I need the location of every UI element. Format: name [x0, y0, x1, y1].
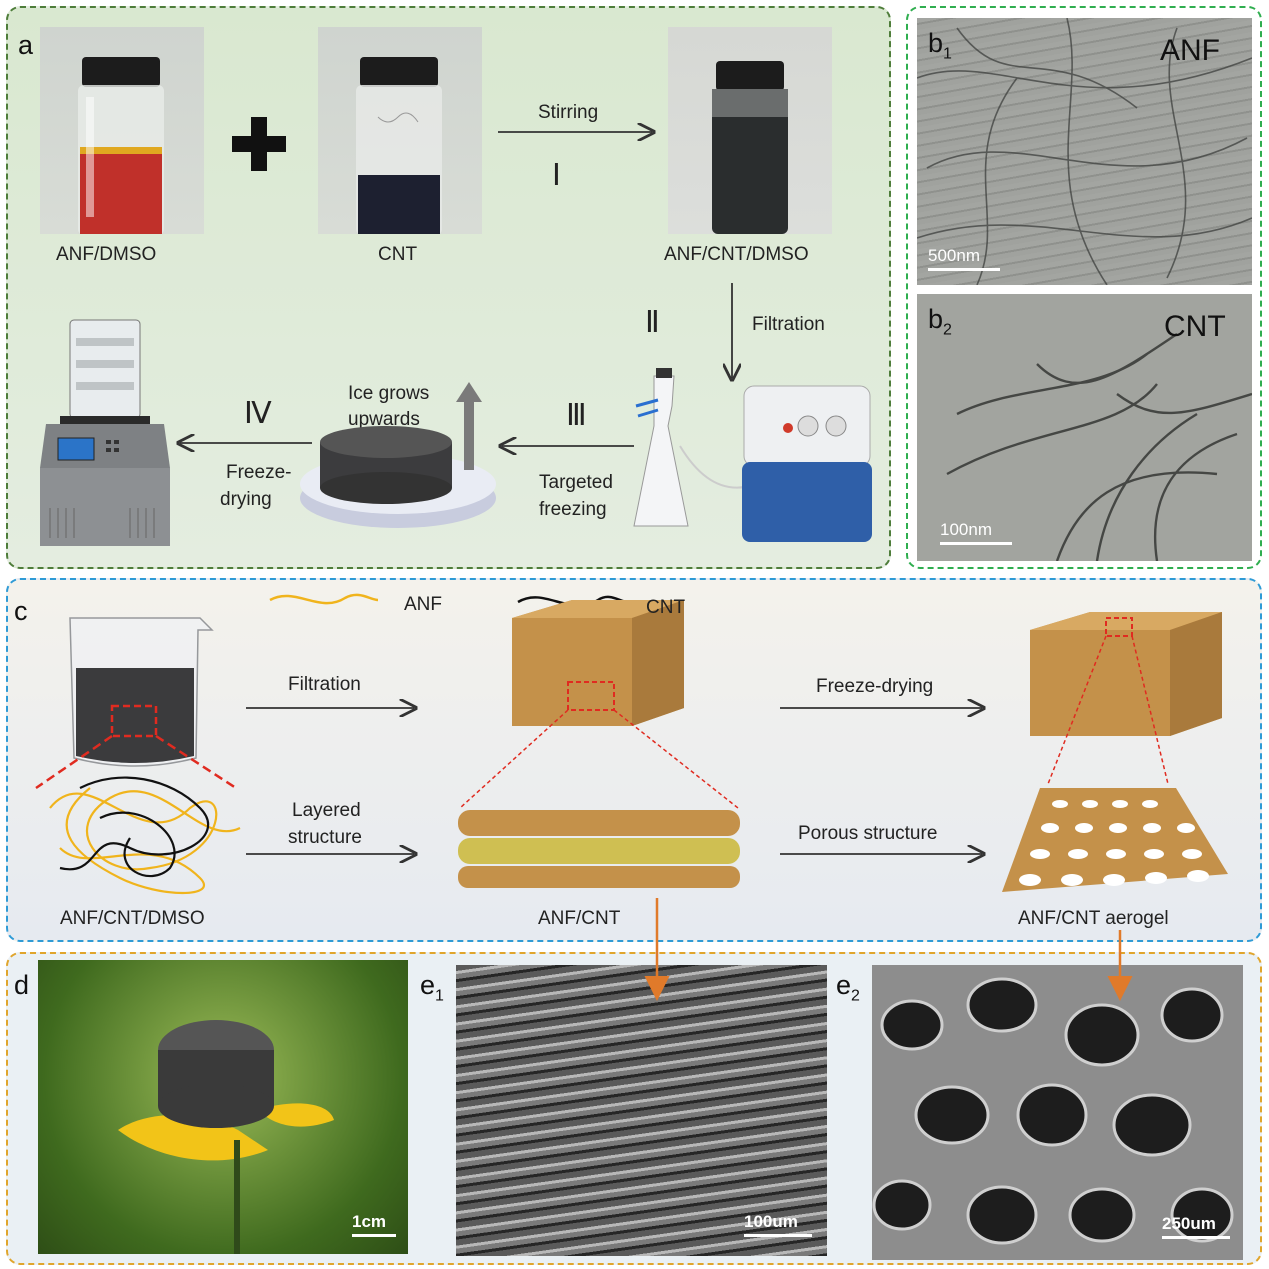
arrow-layered-label-line1: Layered [292, 800, 361, 821]
vial-label-anf-dmso: ANF/DMSO [56, 244, 157, 265]
anf-dmso-vial-photo [40, 27, 204, 234]
panel-e2-letter: e [836, 970, 852, 1000]
step3-text-line1: Targeted [539, 472, 613, 493]
anf-legend-line [269, 593, 379, 605]
panel-e1-subscript: 1 [435, 987, 444, 1005]
panel-b2-letter: b [928, 304, 944, 334]
ice-label-line1: Ice grows [348, 383, 430, 404]
scale-bar-250um-line [1162, 1236, 1230, 1239]
step1-numeral: Ⅰ [552, 159, 561, 192]
scale-bar-100nm-line [940, 542, 1012, 545]
anf-cnt-dmso-vial-photo [668, 27, 832, 234]
scale-bar-100um: 100um [744, 1212, 812, 1237]
layered-sem-image [456, 965, 827, 1256]
step4-text-line2: drying [220, 489, 272, 510]
vial-label-cnt: CNT [378, 244, 418, 265]
step4-text-line1: Freeze- [226, 462, 292, 483]
arrow-freeze-drying-label: Freeze-drying [816, 676, 934, 697]
scale-bar-1cm: 1cm [352, 1212, 396, 1237]
scale-bar-500nm-line [928, 268, 1000, 271]
scale-bar-250um: 250um [1162, 1214, 1230, 1239]
caption-anf-cnt-aerogel: ANF/CNT aerogel [1018, 908, 1169, 929]
porous-sem-image [872, 965, 1243, 1260]
panel-a-label: a [18, 30, 34, 60]
freeze-dryer-illustration [40, 319, 170, 546]
scale-bar-100nm-label: 100nm [940, 520, 992, 539]
scale-bar-1cm-label: 1cm [352, 1212, 387, 1231]
panel-b2-subscript: 2 [943, 321, 952, 339]
legend-anf-label: ANF [404, 594, 442, 615]
targeted-freezing-illustration [300, 382, 496, 528]
panel-b2-label: b2 [928, 304, 952, 339]
scale-bar-250um-label: 250um [1162, 1214, 1216, 1233]
aerogel-on-flower-photo [38, 960, 408, 1254]
arrow-filtration-label: Filtration [288, 674, 361, 695]
panel-e2-subscript: 2 [851, 987, 860, 1005]
fiber-tangle-illustration [49, 776, 241, 895]
cnt-vial-photo [318, 27, 482, 234]
scale-bar-100um-line [744, 1234, 812, 1237]
scale-bar-1cm-line [352, 1234, 396, 1237]
scale-bar-100um-label: 100um [744, 1212, 798, 1231]
arrow-porous-label: Porous structure [798, 823, 938, 844]
aerogel-block-illustration [1030, 612, 1222, 736]
step4-numeral: Ⅳ [244, 397, 272, 430]
layered-structure-illustration [458, 810, 740, 888]
anf-cnt-block-illustration [512, 600, 684, 726]
panel-b2-title: CNT [1164, 310, 1226, 343]
step2-numeral: Ⅱ [645, 306, 660, 339]
porous-structure-illustration [1002, 788, 1228, 892]
panel-c-graphics [35, 593, 1228, 895]
panel-b1-title: ANF [1160, 34, 1220, 67]
filtration-apparatus-illustration [633, 368, 872, 542]
panel-e1-label: e1 [420, 970, 444, 1005]
scale-bar-100nm: 100nm [940, 520, 1012, 545]
caption-anf-cnt-dmso: ANF/CNT/DMSO [60, 908, 205, 929]
step2-text: Filtration [752, 314, 825, 335]
panel-c-label: c [14, 596, 28, 626]
step3-text-line2: freezing [539, 499, 607, 520]
panel-b1-letter: b [928, 28, 944, 58]
panel-b1-label: b1 [928, 28, 952, 63]
scale-bar-500nm: 500nm [928, 246, 1000, 271]
panel-b1-subscript: 1 [943, 45, 952, 63]
plus-icon [232, 117, 286, 171]
panel-a-arrows [0, 0, 900, 570]
legend-cnt-label: CNT [646, 597, 686, 618]
scale-bar-500nm-label: 500nm [928, 246, 980, 265]
anf-tem-image [917, 18, 1252, 285]
vial-label-anf-cnt-dmso: ANF/CNT/DMSO [664, 244, 809, 265]
ice-label-line2: upwards [348, 409, 420, 430]
cnt-tem-image [917, 294, 1252, 561]
step3-numeral: Ⅲ [566, 399, 587, 432]
caption-anf-cnt: ANF/CNT [538, 908, 621, 929]
step1-text: Stirring [538, 102, 599, 123]
panel-e1-letter: e [420, 970, 436, 1000]
panel-e2-label: e2 [836, 970, 860, 1005]
arrow-layered-label-line2: structure [288, 827, 362, 848]
panel-d-label: d [14, 970, 30, 1000]
